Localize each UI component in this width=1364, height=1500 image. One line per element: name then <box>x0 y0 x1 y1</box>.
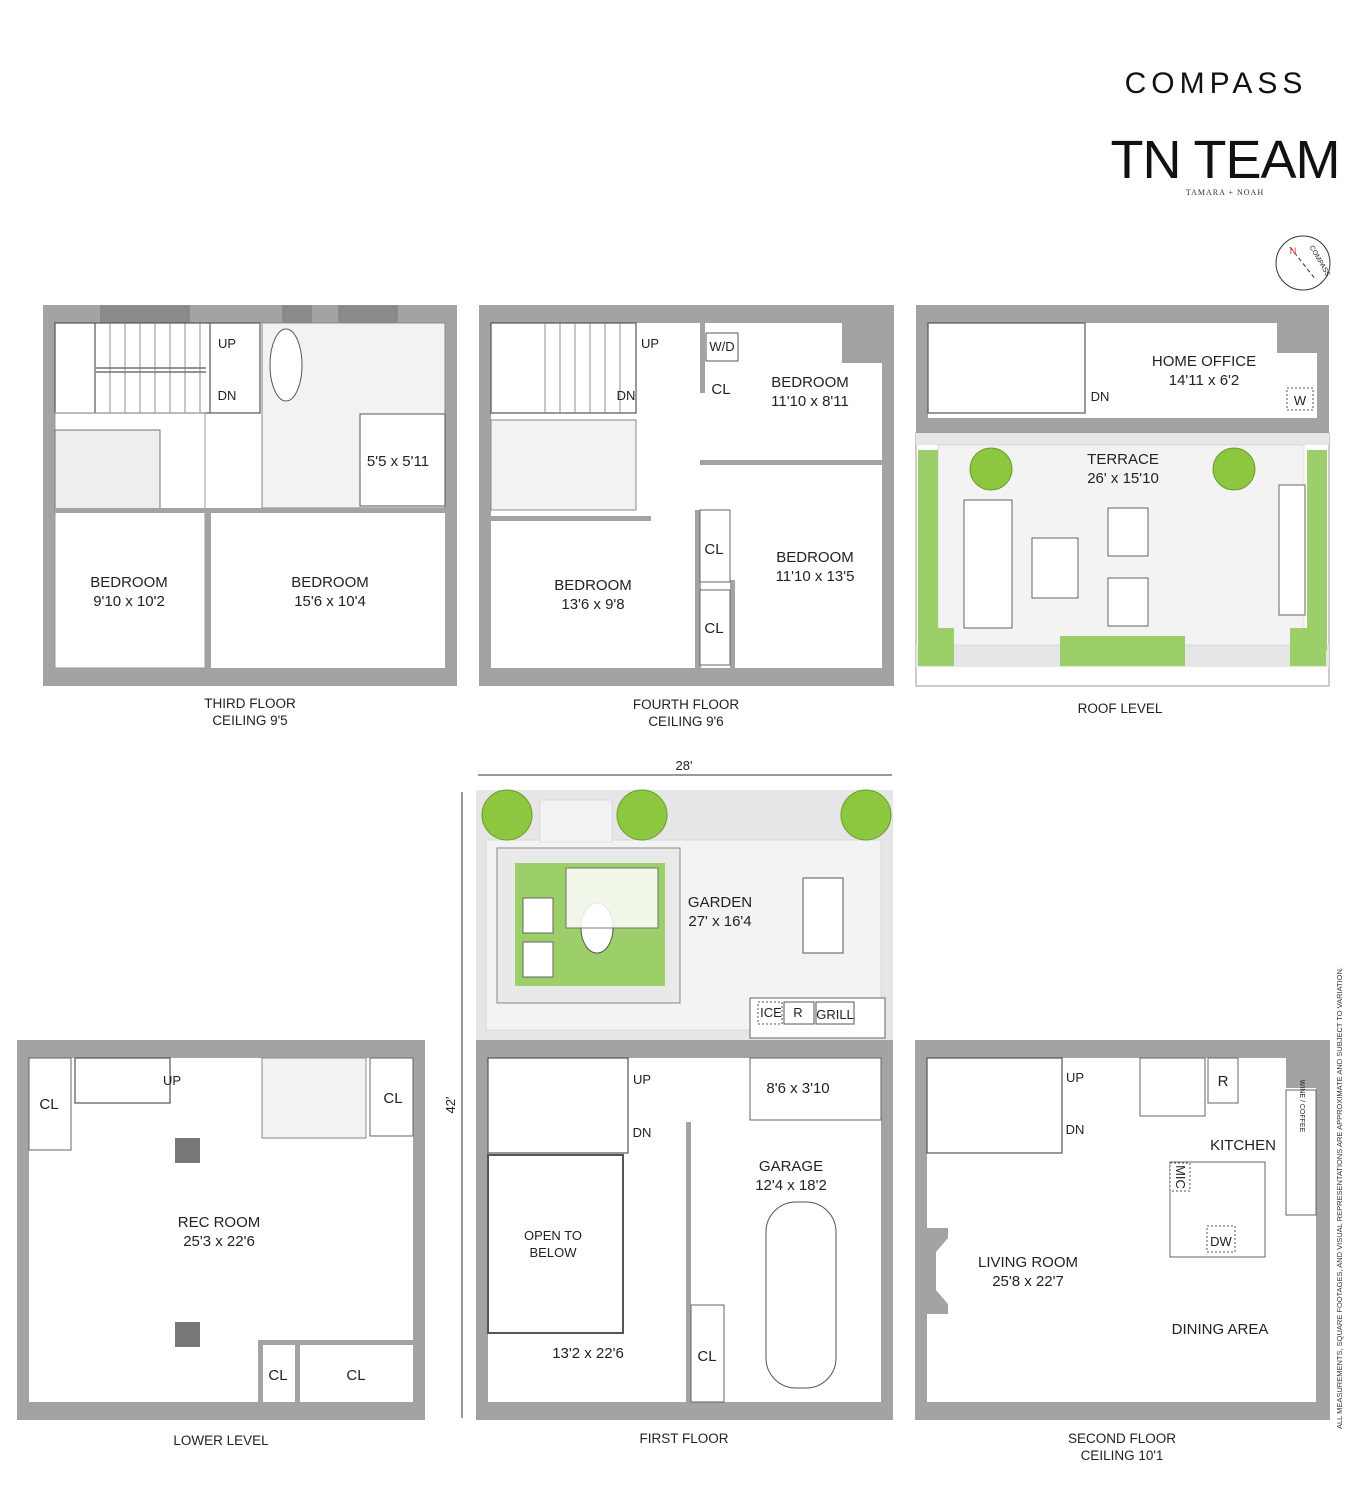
svg-text:GRILL: GRILL <box>816 1007 854 1022</box>
svg-text:UP: UP <box>633 1072 651 1087</box>
floor-ceiling: CEILING 9'5 <box>212 713 287 728</box>
svg-text:UP: UP <box>218 336 236 351</box>
svg-text:HOME OFFICE: HOME OFFICE <box>1152 353 1256 370</box>
svg-text:11'10 x 13'5: 11'10 x 13'5 <box>776 568 855 585</box>
floor-title: THIRD FLOOR <box>204 696 296 711</box>
room-dims: 9'10 x 10'2 <box>93 593 165 610</box>
room-name: BEDROOM <box>291 574 369 591</box>
second-floor-plan: R WINE / COFFEE MIC DW UP DN KITCHEN LIV… <box>915 1040 1330 1463</box>
first-floor-plan: 28' 42' ICE R GRILL GARDEN 27' x 16'4 UP… <box>443 758 893 1446</box>
svg-text:UP: UP <box>163 1073 181 1088</box>
svg-text:DN: DN <box>218 388 237 403</box>
svg-text:CL: CL <box>711 381 730 398</box>
svg-text:W: W <box>1294 393 1307 408</box>
svg-text:DINING AREA: DINING AREA <box>1172 1321 1269 1338</box>
svg-text:DN: DN <box>633 1125 652 1140</box>
svg-text:26' x 15'10: 26' x 15'10 <box>1087 470 1159 487</box>
svg-text:CL: CL <box>39 1096 58 1113</box>
floor-ceiling: CEILING 9'6 <box>648 714 723 729</box>
svg-text:8'6 x 3'10: 8'6 x 3'10 <box>766 1080 829 1097</box>
compass-logo: COMPASS <box>1125 67 1308 100</box>
svg-text:OPEN TO: OPEN TO <box>524 1228 582 1243</box>
svg-text:13'2 x 22'6: 13'2 x 22'6 <box>552 1345 624 1362</box>
svg-text:LIVING ROOM: LIVING ROOM <box>978 1254 1078 1271</box>
floor-title: LOWER LEVEL <box>173 1433 269 1448</box>
svg-text:BEDROOM: BEDROOM <box>771 374 849 391</box>
svg-text:DW: DW <box>1210 1234 1232 1249</box>
tn-team-logo: TN TEAM <box>1110 130 1339 190</box>
svg-text:KITCHEN: KITCHEN <box>1210 1137 1276 1154</box>
svg-text:MIC: MIC <box>1173 1165 1188 1189</box>
svg-text:W/D: W/D <box>709 339 734 354</box>
floor-title: ROOF LEVEL <box>1078 701 1163 716</box>
floor-title: FIRST FLOOR <box>639 1431 728 1446</box>
third-floor-plan: UP DN 5'5 x 5'11 BEDROOM 9'10 x 10'2 BED… <box>43 305 457 728</box>
svg-text:CL: CL <box>383 1090 402 1107</box>
svg-text:11'10 x 8'11: 11'10 x 8'11 <box>771 393 849 410</box>
fourth-floor-plan: W/D CL CL CL UP DN BEDROOM 11'10 x 8'11 … <box>479 305 894 729</box>
svg-text:R: R <box>793 1005 802 1020</box>
lower-level-plan: UP CL CL CL CL REC ROOM 25'3 x 22'6 LOWE… <box>17 1040 425 1448</box>
room-dims: 15'6 x 10'4 <box>294 593 366 610</box>
floor-title: SECOND FLOOR <box>1068 1431 1176 1446</box>
svg-text:DN: DN <box>1091 389 1110 404</box>
svg-text:BEDROOM: BEDROOM <box>776 549 854 566</box>
svg-text:14'11 x 6'2: 14'11 x 6'2 <box>1169 372 1240 389</box>
svg-text:R: R <box>1218 1073 1229 1090</box>
svg-text:ICE: ICE <box>760 1005 782 1020</box>
floor-ceiling: CEILING 10'1 <box>1081 1448 1164 1463</box>
svg-text:N: N <box>1290 246 1297 256</box>
svg-text:BELOW: BELOW <box>530 1245 578 1260</box>
north-compass-icon: N COMPASS <box>1275 235 1331 291</box>
room-name: BEDROOM <box>90 574 168 591</box>
svg-text:27' x 16'4: 27' x 16'4 <box>688 913 751 930</box>
svg-text:TERRACE: TERRACE <box>1087 451 1159 468</box>
svg-text:25'8 x 22'7: 25'8 x 22'7 <box>992 1273 1064 1290</box>
svg-text:CL: CL <box>268 1367 287 1384</box>
svg-text:25'3 x 22'6: 25'3 x 22'6 <box>183 1233 255 1250</box>
disclaimer: ALL MEASUREMENTS, SQUARE FOOTAGES, AND V… <box>1335 967 1344 1429</box>
svg-text:28': 28' <box>676 758 693 773</box>
svg-text:CL: CL <box>346 1367 365 1384</box>
svg-text:13'6 x 9'8: 13'6 x 9'8 <box>561 596 624 613</box>
svg-text:CL: CL <box>704 541 723 558</box>
svg-text:WINE / COFFEE: WINE / COFFEE <box>1298 1080 1305 1133</box>
roof-level-plan: W DN HOME OFFICE 14'11 x 6'2 TERRACE 26'… <box>915 305 1330 716</box>
svg-text:BEDROOM: BEDROOM <box>554 577 632 594</box>
team-tagline: TAMARA + NOAH <box>1186 188 1264 197</box>
svg-text:CL: CL <box>697 1348 716 1365</box>
svg-text:DN: DN <box>617 388 636 403</box>
svg-text:42': 42' <box>443 1097 458 1114</box>
svg-text:UP: UP <box>641 336 659 351</box>
svg-text:GARAGE: GARAGE <box>759 1158 823 1175</box>
svg-text:COMPASS: COMPASS <box>1308 245 1331 279</box>
svg-text:DN: DN <box>1066 1122 1085 1137</box>
svg-text:CL: CL <box>704 620 723 637</box>
svg-text:GARDEN: GARDEN <box>688 894 752 911</box>
svg-text:UP: UP <box>1066 1070 1084 1085</box>
svg-text:REC ROOM: REC ROOM <box>178 1214 261 1231</box>
svg-text:12'4 x 18'2: 12'4 x 18'2 <box>755 1177 827 1194</box>
floor-title: FOURTH FLOOR <box>633 697 740 712</box>
bath-dims: 5'5 x 5'11 <box>367 453 429 470</box>
